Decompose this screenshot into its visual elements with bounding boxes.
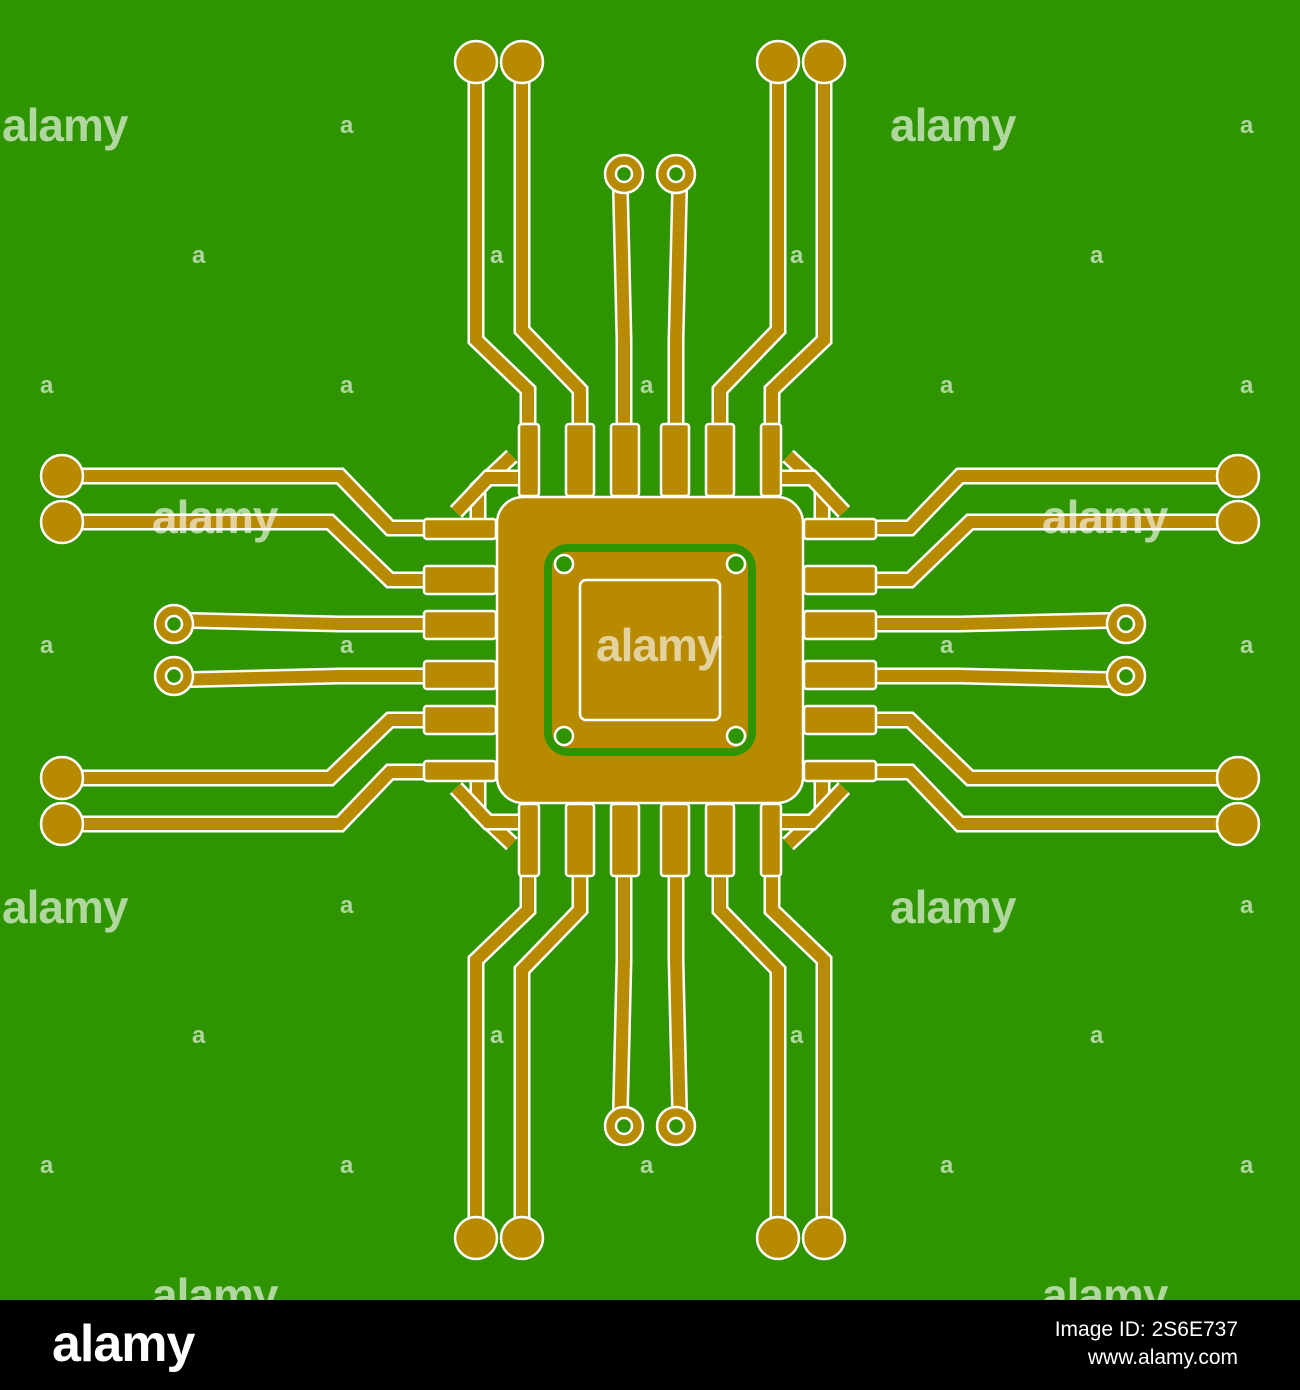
image-id-info: Image ID: 2S6E737 www.alamy.com [1055,1316,1238,1372]
chip-via-br [725,725,747,747]
microchip [495,495,805,805]
circuit-svg [0,0,1300,1300]
chip-via-tl [553,553,575,575]
stock-footer-bar: alamy Image ID: 2S6E737 www.alamy.com [0,1300,1300,1390]
image-id-text: Image ID: 2S6E737 [1054,1318,1238,1341]
chip-via-tr [725,553,747,575]
chip-ring [544,544,756,756]
circuit-board-illustration: alamy alamy alamy alamy alamy alamy alam… [0,0,1300,1321]
chip-die [578,578,722,722]
site-url-text: www.alamy.com [1087,1346,1238,1369]
alamy-logo: alamy [52,1315,195,1373]
chip-via-bl [553,725,575,747]
